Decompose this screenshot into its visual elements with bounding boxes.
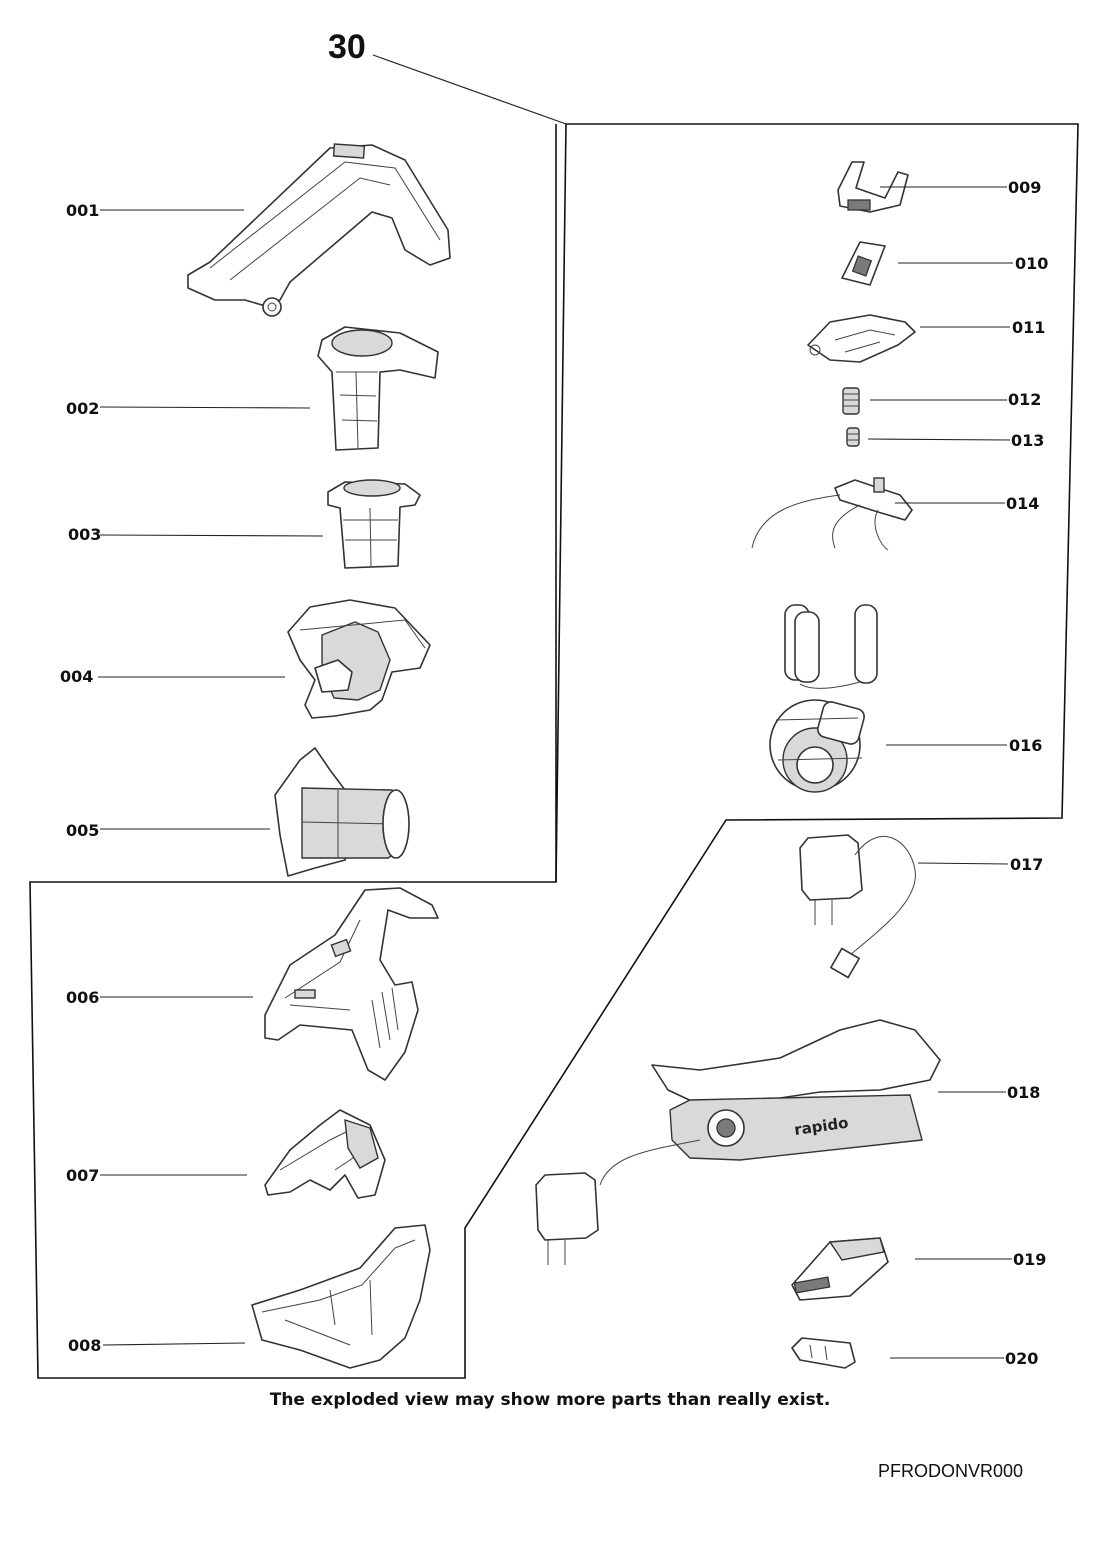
frame-upper-left xyxy=(29,123,1079,1379)
part-002-dust-container xyxy=(317,326,439,451)
label-006: 006 xyxy=(66,988,99,1007)
label-013: 013 xyxy=(1011,431,1044,450)
label-005: 005 xyxy=(66,821,99,840)
label-020: 020 xyxy=(1005,1349,1038,1368)
part-003-filter-cup xyxy=(327,479,421,569)
leader-002 xyxy=(99,406,311,409)
part-017-charger-adapter xyxy=(799,834,916,979)
leader-013 xyxy=(867,438,1011,441)
part-013-spring-small xyxy=(846,427,860,447)
label-001: 001 xyxy=(66,201,99,220)
leader-008 xyxy=(102,1342,246,1346)
label-018: 018 xyxy=(1007,1083,1040,1102)
group-leader xyxy=(372,54,567,125)
disclaimer-note: The exploded view may show more parts th… xyxy=(269,1390,831,1410)
label-010: 010 xyxy=(1015,254,1048,273)
label-014: 014 xyxy=(1006,494,1039,513)
part-018-docking-station: rapido xyxy=(535,1019,941,1265)
part-011-switch-holder xyxy=(807,314,916,363)
part-001-handle-housing xyxy=(187,143,451,317)
document-code: PFRODONVR000 xyxy=(878,1461,1024,1481)
part-012-spring xyxy=(842,387,860,415)
part-007-inner-cover xyxy=(264,1109,386,1199)
part-battery-pack xyxy=(784,604,878,689)
label-019: 019 xyxy=(1013,1250,1046,1269)
group-number: 30 xyxy=(328,28,366,66)
label-016: 016 xyxy=(1009,736,1042,755)
label-007: 007 xyxy=(66,1166,99,1185)
part-010-button xyxy=(841,241,886,286)
label-003: 003 xyxy=(68,525,101,544)
leader-017 xyxy=(917,862,1009,865)
part-004-cyclone-unit xyxy=(287,599,431,719)
label-012: 012 xyxy=(1008,390,1041,409)
part-009-clip xyxy=(837,161,909,213)
label-002: 002 xyxy=(66,399,99,418)
label-009: 009 xyxy=(1008,178,1041,197)
part-014-switch-wires xyxy=(751,477,913,551)
label-004: 004 xyxy=(60,667,93,686)
part-020-slide xyxy=(791,1337,856,1369)
leader-003 xyxy=(99,534,324,537)
label-011: 011 xyxy=(1012,318,1045,337)
label-017: 017 xyxy=(1010,855,1043,874)
part-016-motor xyxy=(769,699,865,793)
label-008: 008 xyxy=(68,1336,101,1355)
part-006-upper-body xyxy=(264,887,439,1081)
part-019-button-cover xyxy=(791,1237,889,1301)
part-008-lower-body xyxy=(251,1224,431,1369)
part-005-filter-element xyxy=(274,747,410,877)
